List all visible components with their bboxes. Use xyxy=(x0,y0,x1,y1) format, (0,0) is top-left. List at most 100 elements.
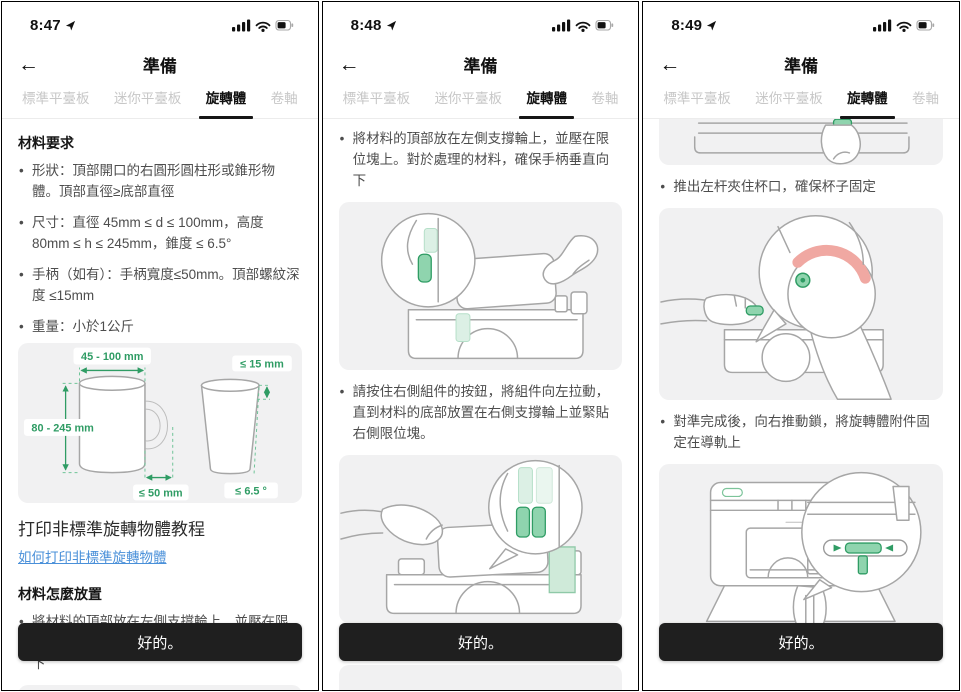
cup-dimension-diagram: 45 - 100 mm 80 - 245 mm ≤ 50 mm ≤ 15 m xyxy=(23,348,292,501)
magnifier-tail xyxy=(803,578,833,601)
scroll-content[interactable]: 將材料的頂部放在左側支撐輪上，並壓在限位塊上。對於處理的材料，確保手柄垂直向下 xyxy=(323,119,639,690)
cellular-signal-icon xyxy=(552,19,571,31)
rail-lock-stem xyxy=(858,555,869,575)
list-item: 推出左杆夾住杯口，確保杯子固定 xyxy=(659,177,943,198)
ok-button[interactable]: 好的。 xyxy=(338,623,623,661)
tab-roller[interactable]: 卷軸 xyxy=(591,91,619,106)
location-arrow-icon xyxy=(65,20,75,30)
list-item: 形狀：頂部開口的右圓形圓柱形或錐形物體。頂部直徑≥底部直徑 xyxy=(18,161,302,203)
dim-label-taper: ≤ 6.5 ° xyxy=(235,486,267,498)
status-icons xyxy=(552,19,614,32)
machine-magnifier-partial xyxy=(18,685,302,691)
dim-label-thread-depth: ≤ 15 mm xyxy=(240,359,284,371)
cellular-signal-icon xyxy=(873,19,892,31)
rail-lock-slider xyxy=(845,542,883,554)
tab-standard-platform[interactable]: 標準平臺板 xyxy=(22,91,90,106)
phone-screen-2: 8:48 ← 準備 xyxy=(321,1,640,691)
machine-bottom-partial xyxy=(694,119,911,165)
back-button[interactable]: ← xyxy=(338,52,360,76)
status-bar: 8:48 xyxy=(323,2,639,44)
status-bar: 8:49 xyxy=(643,2,959,44)
list-item: 將材料的頂部放在左側支撐輪上，並壓在限位塊上。對於處理的材料，確保手柄垂直向下 xyxy=(339,129,623,192)
limit-block-highlight xyxy=(515,506,530,538)
scroll-content[interactable]: 推出左杆夾住杯口，確保杯子固定 xyxy=(643,119,959,690)
dim-label-handle-width: ≤ 50 mm xyxy=(139,488,183,500)
tutorial-title: 打印非標準旋轉物體教程 xyxy=(18,520,205,540)
nav-header: ← 準備 xyxy=(2,44,318,84)
dim-label-height: 80 - 245 mm xyxy=(31,423,94,435)
hand xyxy=(703,293,759,326)
tab-mini-platform[interactable]: 迷你平臺板 xyxy=(113,91,182,106)
status-time: 8:47 xyxy=(30,16,61,34)
ok-button[interactable]: 好的。 xyxy=(659,623,944,661)
tab-mini-platform[interactable]: 迷你平臺板 xyxy=(434,91,503,106)
scroll-content[interactable]: 材料要求 形狀：頂部開口的右圓形圓柱形或錐形物體。頂部直徑≥底部直徑 尺寸：直徑… xyxy=(2,119,318,691)
hand xyxy=(542,234,599,285)
location-arrow-icon xyxy=(386,20,396,30)
dial-magnifier xyxy=(660,214,893,400)
alignment-dial-illustration xyxy=(659,207,944,400)
machine-front-magnifier xyxy=(706,471,922,634)
location-arrow-icon xyxy=(707,20,717,30)
status-time: 8:49 xyxy=(671,16,703,34)
tab-rotary[interactable]: 旋轉體 xyxy=(198,87,253,119)
status-icons xyxy=(873,19,935,32)
section-title-placement: 材料怎麼放置 xyxy=(18,586,102,603)
wifi-icon xyxy=(896,21,912,29)
nav-header: ← 準備 xyxy=(643,44,959,84)
status-time: 8:48 xyxy=(350,16,382,34)
tab-standard-platform[interactable]: 標準平臺板 xyxy=(663,91,731,106)
tab-rotary[interactable]: 旋轉體 xyxy=(519,87,574,119)
limit-block-highlight xyxy=(531,506,546,538)
indicator-pill xyxy=(722,487,744,497)
tab-mini-platform[interactable]: 迷你平臺板 xyxy=(755,91,823,106)
wifi-icon xyxy=(575,21,591,29)
right-assembly-highlight xyxy=(548,545,576,593)
tab-bar: 標準平臺板 迷你平臺板 旋轉體 卷軸 xyxy=(2,84,318,119)
ok-button[interactable]: 好的。 xyxy=(18,623,302,661)
tab-standard-platform[interactable]: 標準平臺板 xyxy=(342,91,411,106)
tab-bar: 標準平臺板 迷你平臺板 旋轉體 卷軸 xyxy=(322,84,639,119)
phone-screen-1: 8:47 ← 準備 xyxy=(1,1,319,691)
battery-icon xyxy=(275,19,293,31)
list-item: 尺寸：直徑 45mm ≤ d ≤ 100mm，高度 80mm ≤ h ≤ 245… xyxy=(18,213,302,255)
status-icons xyxy=(231,19,293,32)
placement-illustration-partial xyxy=(18,685,302,691)
tutorial-link[interactable]: 如何打印非標準旋轉物體 xyxy=(18,550,167,566)
machine-left-magnifier xyxy=(380,212,599,359)
nav-header: ← 準備 xyxy=(323,44,639,84)
limit-block-highlight xyxy=(417,253,432,283)
rail-lock-illustration xyxy=(659,463,944,634)
status-bar: 8:47 xyxy=(2,2,318,44)
wifi-icon xyxy=(255,21,271,29)
load-left-wheel-illustration xyxy=(338,201,623,370)
cup-dimensions-illustration: 45 - 100 mm 80 - 245 mm ≤ 50 mm ≤ 15 m xyxy=(18,343,302,504)
tab-rotary[interactable]: 旋轉體 xyxy=(840,87,895,119)
cellular-signal-icon xyxy=(231,19,250,31)
battery-icon xyxy=(595,19,614,31)
tab-bar: 標準平臺板 迷你平臺板 旋轉體 卷軸 xyxy=(643,84,960,119)
tab-roller[interactable]: 卷軸 xyxy=(270,91,298,106)
page-title: 準備 xyxy=(784,56,819,76)
back-button[interactable]: ← xyxy=(18,52,39,76)
right-assembly-illustration xyxy=(338,454,623,623)
list-item: 重量：小於1公斤 xyxy=(18,317,302,338)
hand xyxy=(821,124,862,165)
dim-label-top-diameter: 45 - 100 mm xyxy=(81,351,144,363)
list-item: 手柄（如有）：手柄寬度≤50mm。頂部螺紋深度 ≤15mm xyxy=(18,265,302,307)
back-button[interactable]: ← xyxy=(659,52,681,76)
page-title: 準備 xyxy=(463,56,498,76)
red-ring-highlight xyxy=(792,244,872,284)
tab-roller[interactable]: 卷軸 xyxy=(912,91,940,106)
section-title-material-requirements: 材料要求 xyxy=(18,135,74,151)
page-title: 準備 xyxy=(142,56,177,76)
list-item: 對準完成後，向右推動鎖，將旋轉體附件固定在導軌上 xyxy=(659,412,943,454)
clamp-illustration-partial xyxy=(659,119,944,165)
cone-cup-body xyxy=(200,385,260,475)
next-illustration-partial xyxy=(338,665,623,690)
clamp xyxy=(892,485,911,521)
battery-icon xyxy=(916,19,935,31)
magnifier-tail xyxy=(488,547,518,570)
phone-screen-3: 8:49 ← 準備 xyxy=(642,1,961,691)
